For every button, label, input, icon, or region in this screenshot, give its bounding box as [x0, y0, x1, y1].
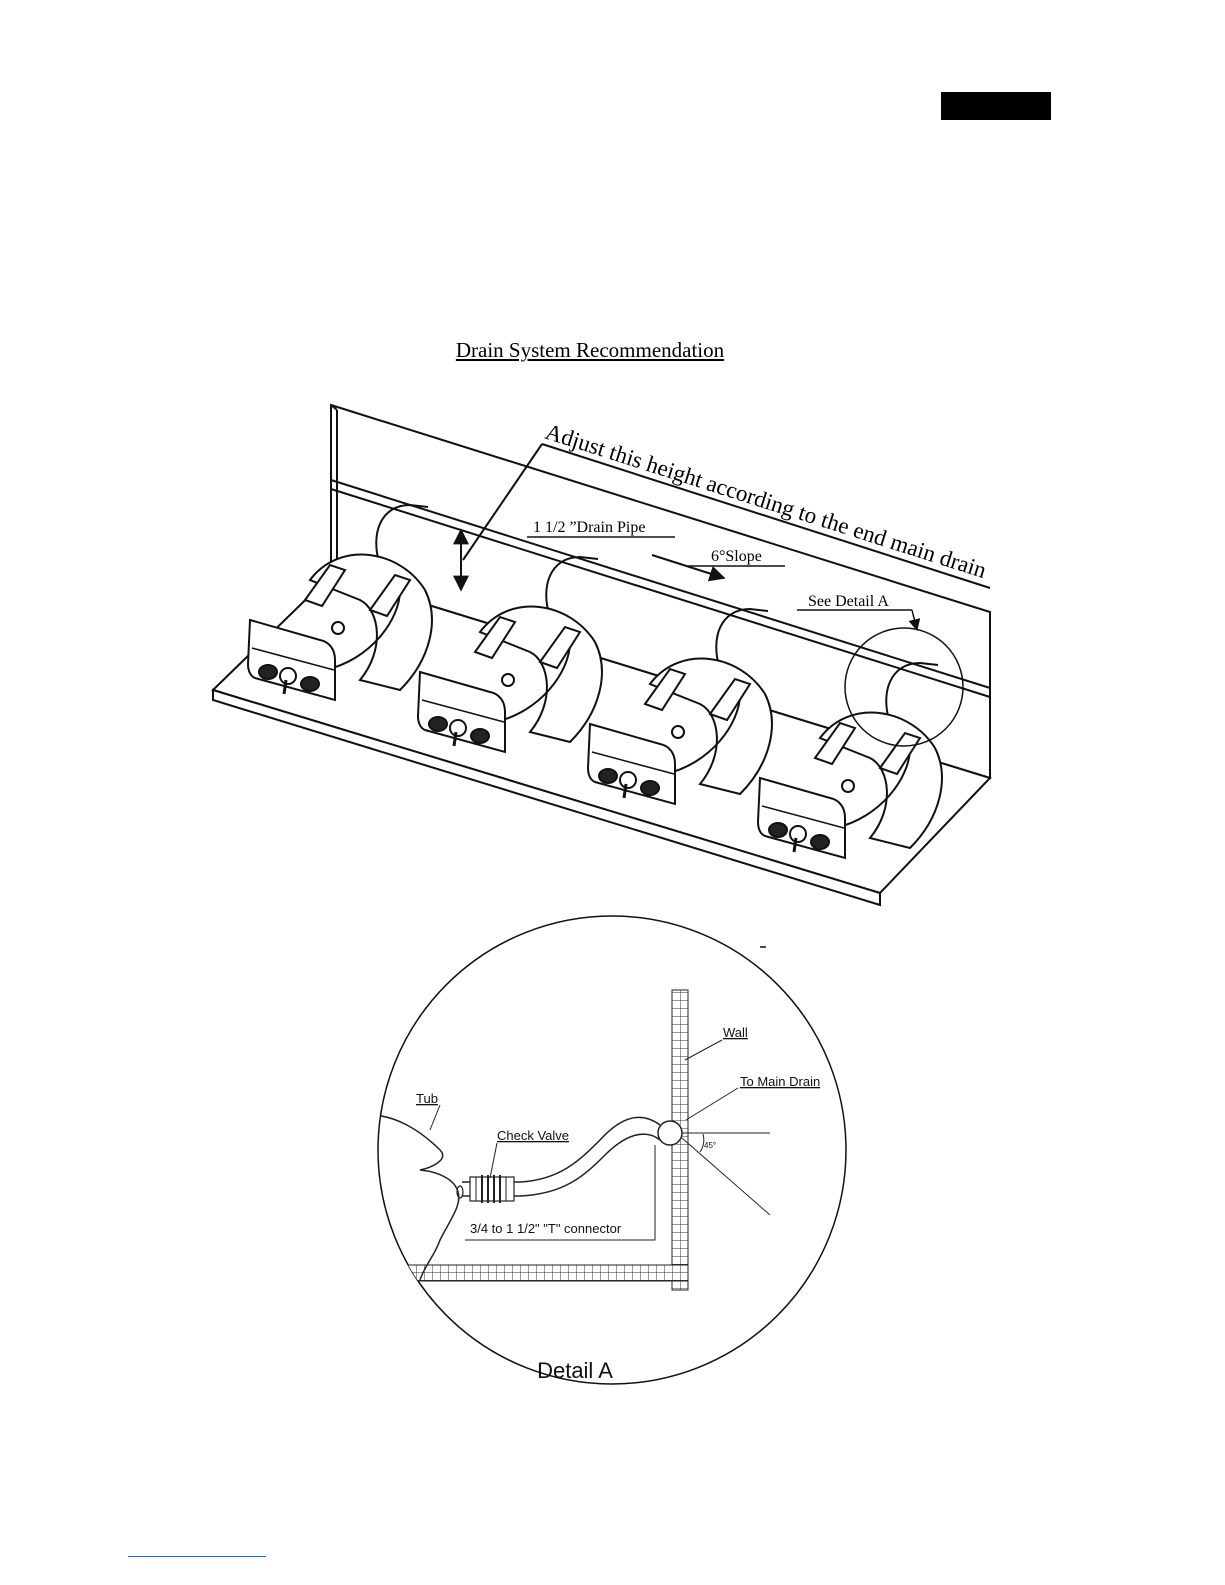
wall-label: Wall	[723, 1025, 748, 1040]
t-connector	[658, 1121, 682, 1145]
to-main-drain-label: To Main Drain	[740, 1074, 820, 1089]
tub-jet	[502, 674, 514, 686]
tub-label: Tub	[416, 1091, 438, 1106]
control-knob-left	[769, 823, 787, 837]
control-switch	[280, 668, 296, 684]
detail-a-caption: Detail A	[537, 1358, 613, 1383]
control-knob-left	[429, 717, 447, 731]
control-switch-lever	[284, 680, 286, 694]
tub-jet	[842, 780, 854, 792]
control-knob-right	[641, 781, 659, 795]
see-detail-label: See Detail A	[808, 593, 889, 610]
control-switch	[790, 826, 806, 842]
control-switch-lever	[454, 732, 456, 746]
control-switch-lever	[794, 838, 796, 852]
control-knob-left	[599, 769, 617, 783]
control-knob-right	[471, 729, 489, 743]
drain-pipe-label: 1 1/2 ”Drain Pipe	[533, 519, 645, 536]
detail-circle	[378, 916, 846, 1384]
control-knob-left	[259, 665, 277, 679]
slope-label: 6°Slope	[711, 548, 762, 565]
control-knob-right	[811, 835, 829, 849]
control-switch	[620, 772, 636, 788]
control-switch	[450, 720, 466, 736]
control-knob-right	[301, 677, 319, 691]
check-valve-label: Check Valve	[497, 1128, 569, 1143]
tub-jet	[672, 726, 684, 738]
check-valve	[470, 1175, 514, 1203]
footer-link-underline	[128, 1556, 266, 1557]
angle-label: 45°	[704, 1141, 716, 1150]
tub-jet	[332, 622, 344, 634]
detail-a-diagram: Wall To Main Drain Tub Check Valve 45° 3…	[370, 916, 846, 1384]
connector-label: 3/4 to 1 1/2" "T" connector	[470, 1221, 622, 1236]
control-switch-lever	[624, 784, 626, 798]
floor-section	[370, 1265, 688, 1281]
